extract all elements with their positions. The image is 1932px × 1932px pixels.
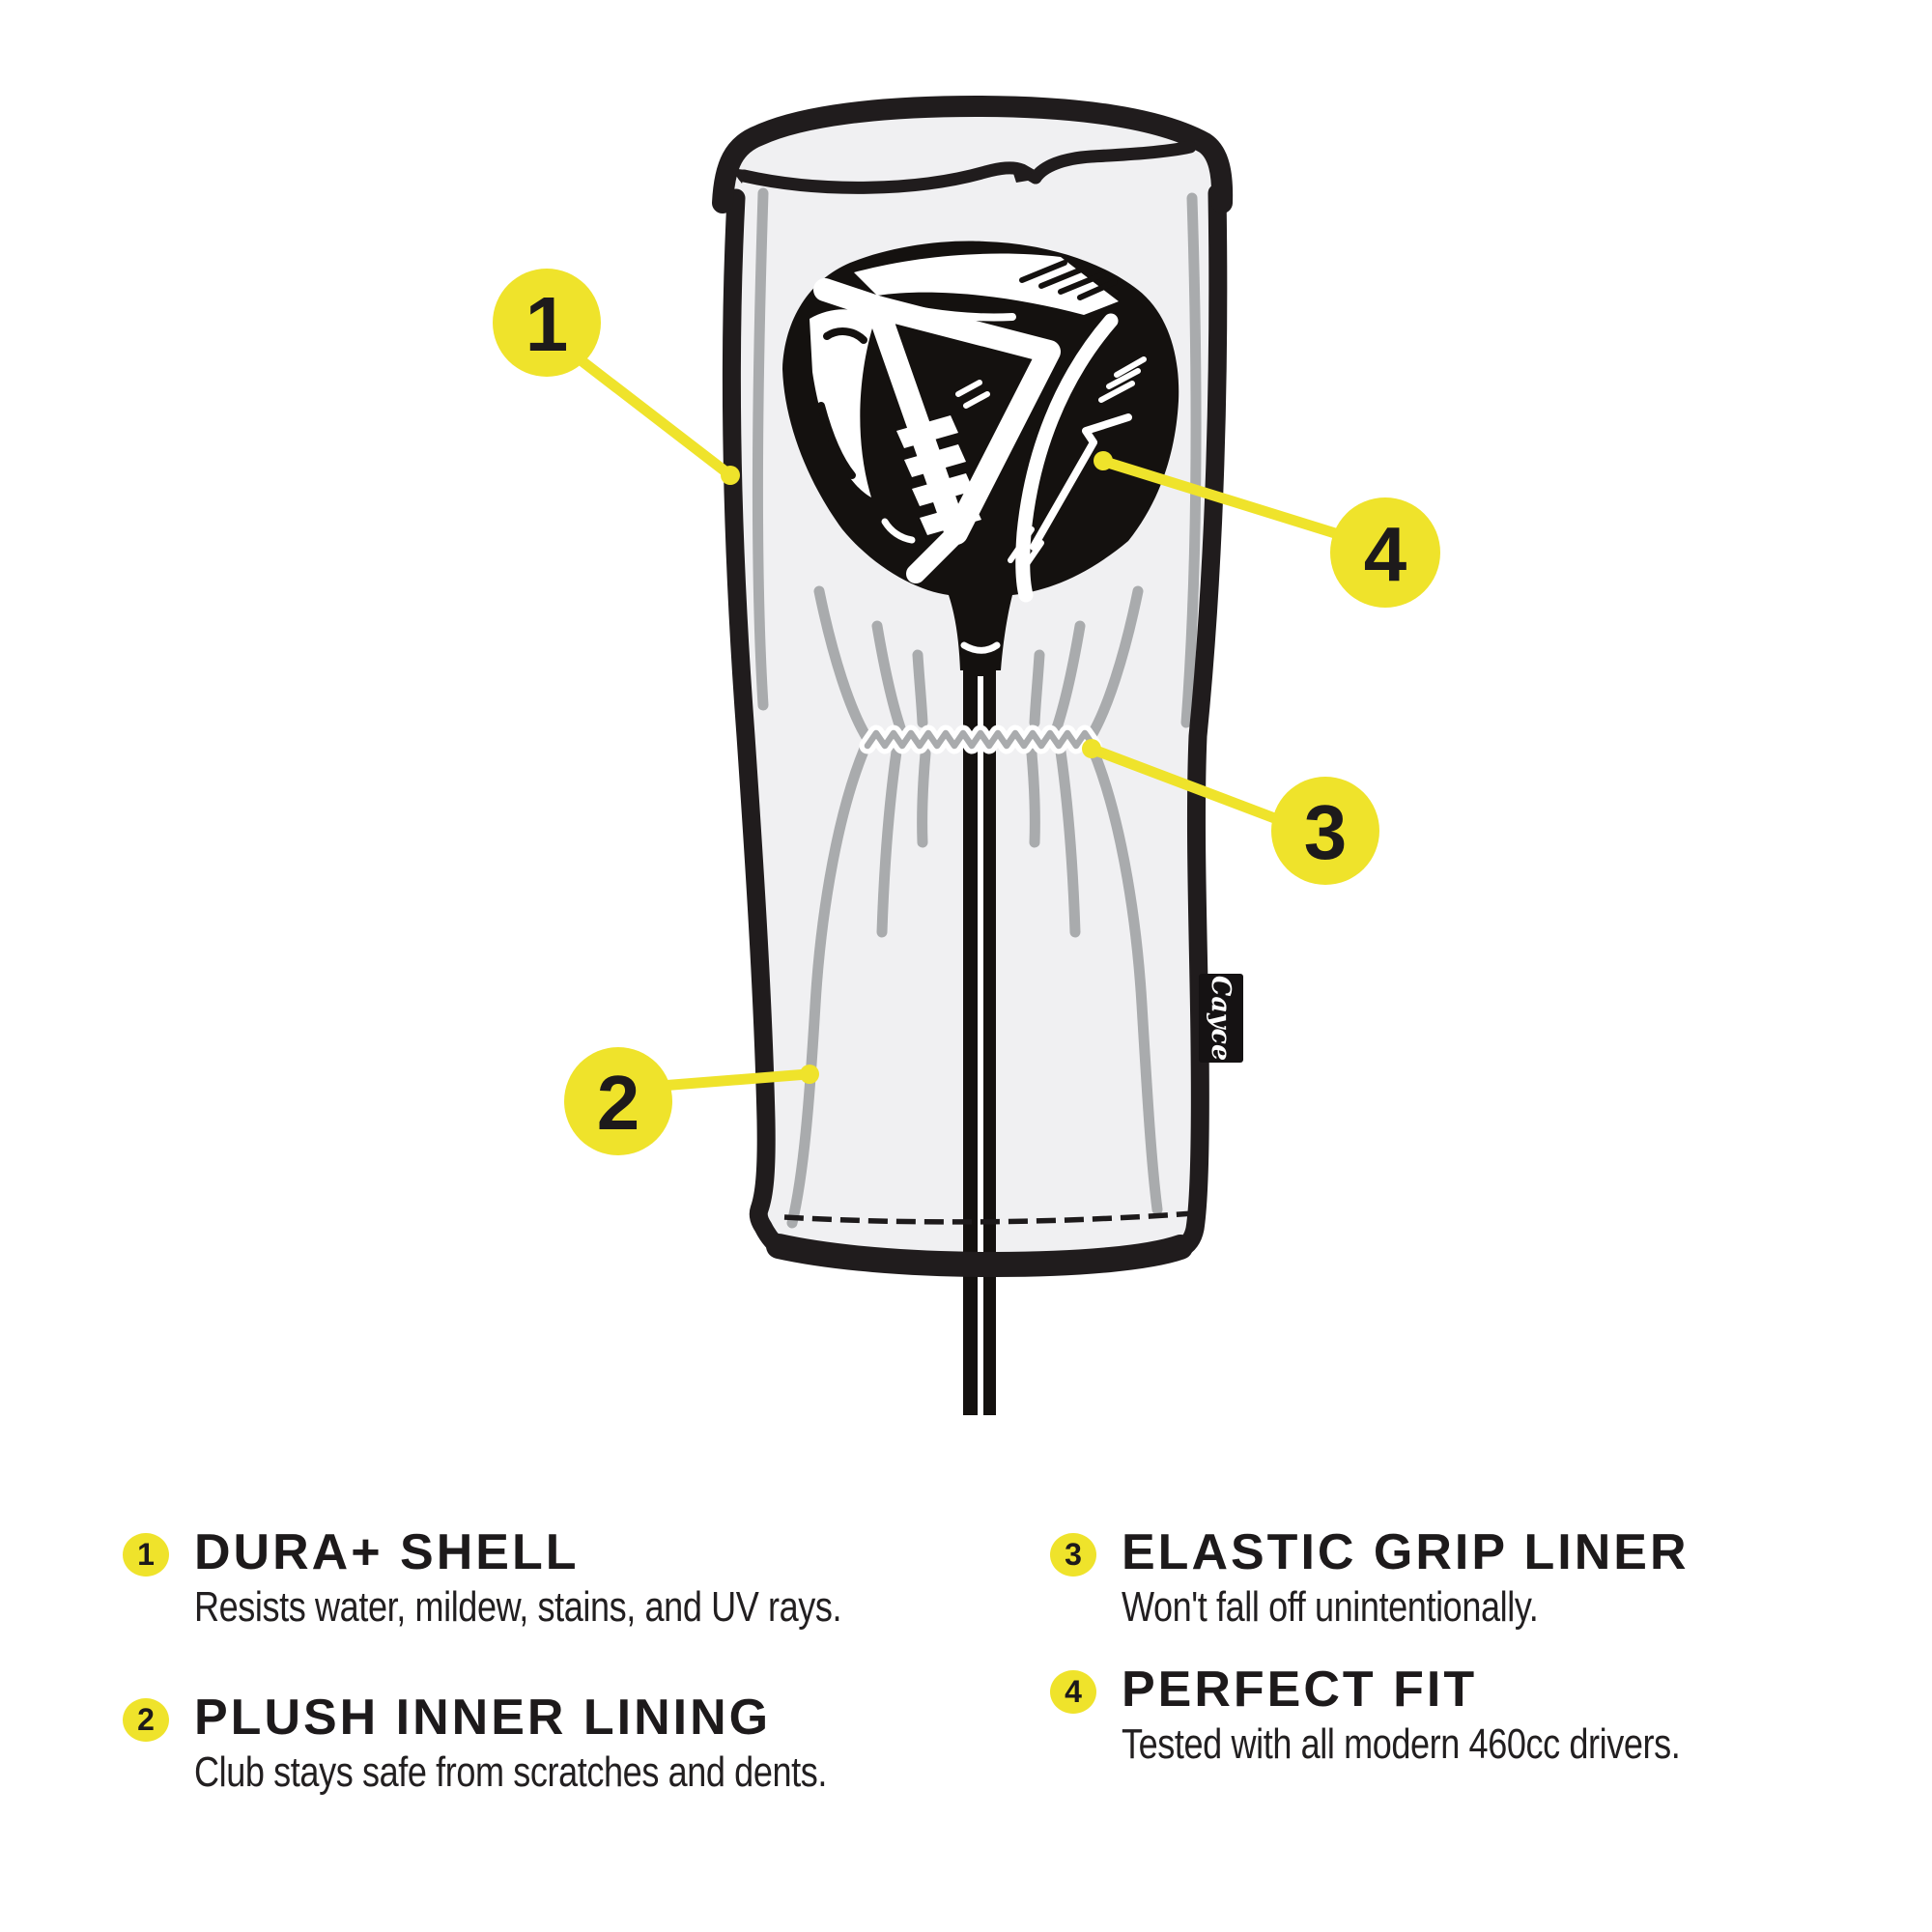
feature-3-number: 3 — [1065, 1537, 1082, 1572]
feature-elastic-liner: 3 ELASTIC GRIP LINER Won't fall off unin… — [1050, 1527, 1690, 1633]
driver-club-head — [782, 241, 1179, 670]
headcover-diagram: Cayce 1 2 3 4 — [493, 95, 1440, 1415]
club-shaft — [960, 641, 1001, 1415]
feature-4-text: PERFECT FIT Tested with all modern 460cc… — [1122, 1664, 1803, 1770]
brand-tag: Cayce — [1199, 974, 1243, 1063]
feature-4-badge: 4 — [1050, 1670, 1096, 1714]
callout-1: 1 — [493, 269, 601, 377]
feature-legend: 1 DURA+ SHELL Resists water, mildew, sta… — [0, 1488, 1932, 1932]
feature-4-number: 4 — [1065, 1674, 1082, 1709]
feature-2-description: Club stays safe from scratches and dents… — [194, 1748, 827, 1796]
feature-1-description: Resists water, mildew, stains, and UV ra… — [194, 1583, 842, 1631]
feature-2-title: PLUSH INNER LINING — [194, 1690, 772, 1746]
feature-dura-shell: 1 DURA+ SHELL Resists water, mildew, sta… — [123, 1527, 983, 1633]
feature-2-text: PLUSH INNER LINING Club stays safe from … — [194, 1692, 966, 1798]
feature-2-badge: 2 — [123, 1698, 169, 1742]
feature-1-title: DURA+ SHELL — [194, 1524, 580, 1580]
seam-left-tip — [730, 168, 746, 184]
feature-1-text: DURA+ SHELL Resists water, mildew, stain… — [194, 1527, 983, 1633]
feature-3-text: ELASTIC GRIP LINER Won't fall off uninte… — [1122, 1527, 1690, 1633]
elastic-cinch — [859, 724, 1102, 754]
club-sole-grille — [896, 415, 981, 535]
feature-3-description: Won't fall off unintentionally. — [1122, 1583, 1539, 1631]
callout-leader-lines — [578, 356, 1341, 1092]
brand-tag-label: Cayce — [1206, 976, 1236, 1061]
callout-3-number: 3 — [1304, 789, 1348, 875]
headcover-outline — [712, 95, 1234, 1278]
callout-1-number: 1 — [526, 281, 569, 367]
callout-3: 3 — [1271, 777, 1379, 885]
callout-dots — [721, 451, 1113, 1084]
callout-2: 2 — [564, 1047, 672, 1155]
club-sole-frame — [813, 278, 1061, 583]
headcover-illustration: Cayce 1 2 3 4 — [493, 95, 1440, 1415]
feature-4-title: PERFECT FIT — [1122, 1662, 1478, 1718]
feature-4-description: Tested with all modern 460cc drivers. — [1122, 1720, 1681, 1768]
fabric-folds — [786, 585, 1163, 1229]
seam-flap-tip — [1010, 164, 1039, 183]
callout-2-number: 2 — [597, 1060, 640, 1146]
hem-stitch-line — [783, 1210, 1195, 1225]
feature-2-number: 2 — [137, 1702, 155, 1737]
feature-plush-lining: 2 PLUSH INNER LINING Club stays safe fro… — [123, 1692, 966, 1798]
callout-4: 4 — [1330, 497, 1440, 608]
feature-3-title: ELASTIC GRIP LINER — [1122, 1524, 1690, 1580]
feature-1-badge: 1 — [123, 1533, 169, 1577]
feature-perfect-fit: 4 PERFECT FIT Tested with all modern 460… — [1050, 1664, 1803, 1770]
callout-4-number: 4 — [1364, 511, 1407, 597]
feature-3-badge: 3 — [1050, 1533, 1096, 1577]
feature-1-number: 1 — [137, 1537, 155, 1572]
